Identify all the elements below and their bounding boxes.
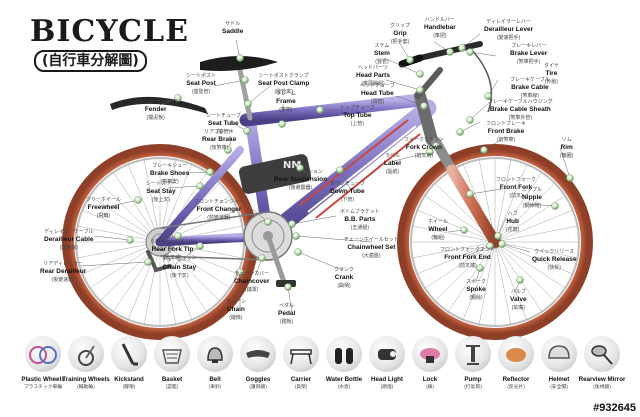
page-title: BICYCLE	[30, 14, 189, 49]
bicycle-illustration: NM	[62, 33, 593, 340]
reflector-icon	[498, 336, 534, 372]
accessory-rearview-mirror: Rearview Mirror(後視鏡)	[576, 336, 628, 390]
bell-icon	[197, 336, 233, 372]
accessory-training-wheels: Training Wheels(輔助輪)	[60, 336, 112, 390]
frame-stripe-1	[299, 119, 409, 206]
rear-derailleur-shape	[146, 250, 172, 273]
accessory-water-bottle: Water Bottle(水壺)	[318, 336, 370, 390]
basket-icon	[154, 336, 190, 372]
front-wheel	[397, 144, 593, 340]
goggles-icon	[240, 336, 276, 372]
accessory-pump: Pump(打氣筒)	[447, 336, 499, 390]
crank-arm	[265, 233, 287, 285]
saddle-assembly	[200, 56, 278, 121]
lock-icon	[412, 336, 448, 372]
accessory-lock: Lock(鎖)	[404, 336, 456, 390]
accessory-goggles: Goggles(護目鏡)	[232, 336, 284, 390]
frame-stripe-3	[315, 133, 421, 219]
page-subtitle: (自行車分解圖)	[34, 50, 147, 72]
rearview-mirror-icon	[584, 336, 620, 372]
label-fender: フェンダー(泥除け)Fender(擋泥板)	[134, 99, 178, 121]
training-wheels-icon	[68, 336, 104, 372]
accessory-head-light: Head Light(頭燈)	[361, 336, 413, 390]
accessory-basket: Basket(菜籃)	[146, 336, 198, 390]
chain-shape	[159, 211, 269, 261]
head-light-icon	[369, 336, 405, 372]
accessory-kickstand: Kickstand(腳架)	[103, 336, 155, 390]
helmet-icon	[541, 336, 577, 372]
rear-fender	[110, 96, 208, 114]
accessory-helmet: Helmet(安全帽)	[533, 336, 585, 390]
accessory-reflector: Reflector(反光片)	[490, 336, 542, 390]
drivetrain	[146, 211, 296, 287]
frame-stripe-2	[307, 125, 417, 213]
watermark-stamp: #932645	[593, 402, 636, 414]
accessory-bell: Bell(車鈴)	[189, 336, 241, 390]
kickstand-icon	[111, 336, 147, 372]
saddle-shape	[200, 56, 278, 71]
frame-decal: NM	[283, 160, 301, 171]
plastic-wheels-icon	[25, 336, 61, 372]
brake-cable-line	[469, 47, 493, 113]
water-bottle-icon	[326, 336, 362, 372]
carrier-icon	[283, 336, 319, 372]
front-tire	[397, 144, 593, 340]
rear-suspension-shape	[238, 154, 312, 194]
seat-post-shape	[237, 67, 253, 121]
down-tube-shape	[259, 99, 437, 245]
marker-dots	[126, 44, 574, 291]
pump-icon	[455, 336, 491, 372]
accessory-carrier: Carrier(貨架)	[275, 336, 327, 390]
